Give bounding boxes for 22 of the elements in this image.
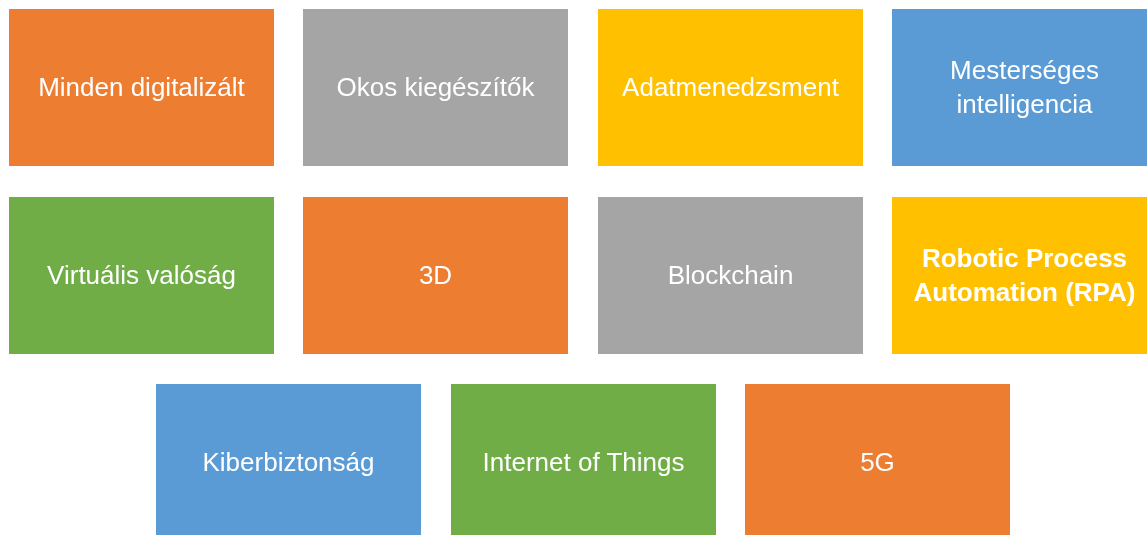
topic-tile [598,197,863,354]
topic-tile [745,384,1010,535]
tile-label: Okos kiegészítők [336,70,535,104]
tile-label: Mesterséges intelligencia [949,53,1100,121]
topic-tile [451,384,716,535]
tile-label: Adatmenedzsment [622,70,839,104]
topic-tile [303,197,568,354]
tile-label: 3D [418,258,453,292]
tile-label: Minden digitalizált [38,70,245,104]
tile-label: 5G [860,445,895,479]
topic-tile [598,9,863,166]
topic-tile [9,9,274,166]
topic-tile [9,197,274,354]
tile-label: Robotic Process Automation (RPA) [912,241,1137,309]
tile-label: Internet of Things [482,445,685,479]
tile-label: Blockchain [667,258,794,292]
topic-tile [303,9,568,166]
topic-tile [892,9,1147,166]
topic-tile [892,197,1147,354]
topic-tile [156,384,421,535]
tile-label: Virtuális valóság [47,258,236,292]
tile-label: Kiberbiztonság [202,445,375,479]
